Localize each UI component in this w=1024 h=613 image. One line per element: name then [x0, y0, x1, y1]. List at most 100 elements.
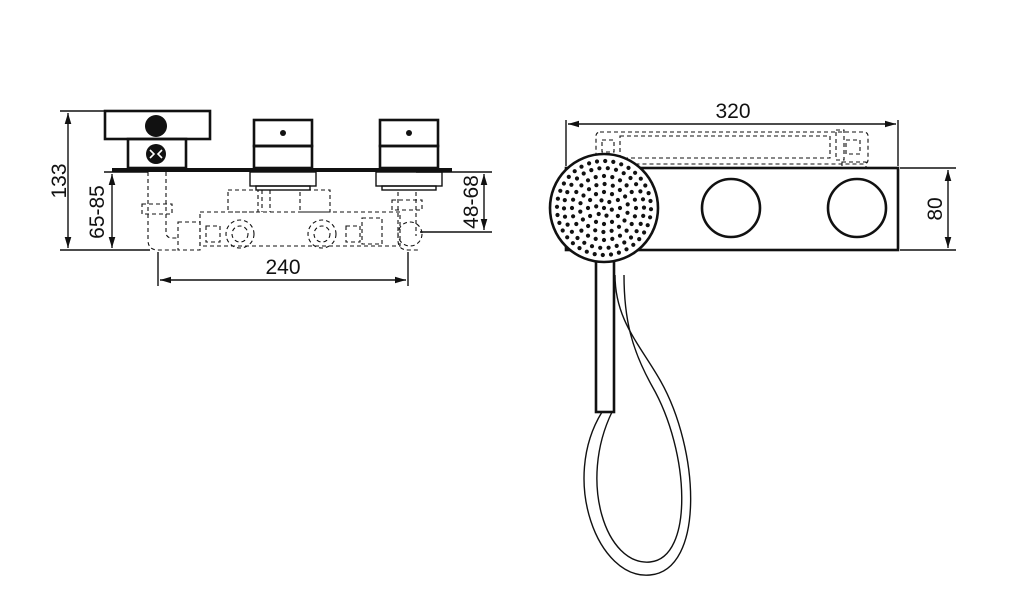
nozzle-dot	[629, 189, 634, 195]
front-shower-hose	[583, 274, 692, 576]
nozzle-dot	[634, 182, 639, 187]
nozzle-dot	[617, 178, 623, 183]
nozzle-dot	[616, 250, 622, 255]
side-handle-1	[249, 118, 317, 191]
nozzle-dot	[597, 166, 602, 171]
dim-240-label: 240	[265, 256, 300, 279]
nozzle-dot	[581, 193, 586, 198]
side-view: 133 65-85 48-68 240	[48, 109, 492, 286]
nozzle-dot	[617, 205, 623, 211]
nozzle-dot	[633, 205, 639, 211]
nozzle-dot	[606, 245, 611, 250]
nozzle-dot	[632, 214, 638, 219]
nozzle-dot	[578, 209, 583, 214]
side-wall-plate	[112, 168, 452, 172]
nozzle-dot	[586, 223, 591, 229]
nozzle-dot	[574, 189, 579, 195]
nozzle-dot	[584, 249, 589, 254]
nozzle-dot	[601, 173, 607, 179]
nozzle-dot	[648, 215, 653, 220]
nozzle-dot	[588, 197, 593, 203]
nozzle-dot	[577, 246, 582, 251]
nozzle-dot	[632, 197, 638, 202]
nozzle-dot	[610, 175, 615, 180]
nozzle-dot	[623, 194, 628, 199]
nozzle-dot	[561, 181, 567, 186]
front-shower-head	[548, 152, 660, 264]
nozzle-dot	[624, 247, 629, 252]
nozzle-dot	[617, 233, 623, 238]
nozzle-dot	[642, 230, 647, 235]
front-knob-left	[700, 177, 762, 239]
dim-80: 80	[900, 167, 956, 251]
nozzle-dot	[643, 183, 648, 188]
nozzle-dot	[611, 159, 616, 164]
nozzle-dot	[628, 235, 634, 240]
nozzle-dot	[580, 217, 586, 222]
dim-133: 133	[48, 110, 150, 251]
nozzle-dot	[631, 242, 636, 247]
nozzle-dot	[601, 237, 607, 243]
nozzle-dot	[641, 205, 647, 210]
nozzle-dot	[648, 207, 654, 212]
nozzle-dot	[582, 240, 587, 245]
nozzle-dot	[561, 206, 567, 211]
nozzle-dot	[609, 207, 614, 212]
nozzle-dot	[602, 181, 607, 187]
nozzle-dot	[566, 174, 571, 179]
side-concealed-body	[141, 172, 423, 251]
front-shower-handle	[594, 256, 616, 414]
nozzle-dot	[574, 221, 579, 227]
nozzle-dot	[589, 244, 595, 249]
nozzle-dot	[593, 219, 599, 224]
nozzle-dot	[640, 197, 646, 202]
nozzle-dot	[601, 229, 606, 235]
nozzle-dot	[608, 252, 614, 257]
nozzle-dot	[609, 219, 615, 224]
nozzle-dot	[569, 205, 575, 211]
nozzle-dot	[558, 188, 563, 193]
front-concealed-holder	[595, 129, 869, 169]
nozzle-dot	[554, 204, 560, 209]
nozzle-dot	[570, 241, 576, 246]
nozzle-dot	[610, 236, 615, 241]
dim-48-68-label: 48-68	[460, 175, 483, 229]
nozzle-dot	[565, 222, 570, 227]
nozzle-dot	[585, 178, 591, 183]
nozzle-dot	[594, 204, 599, 209]
nozzle-dot	[555, 196, 561, 201]
nozzle-dot	[572, 169, 577, 174]
nozzle-dot	[569, 182, 574, 187]
nozzle-dot	[609, 228, 614, 233]
nozzle-dot	[600, 252, 605, 258]
nozzle-dot	[594, 183, 599, 188]
dim-80-label: 80	[924, 197, 947, 220]
nozzle-dot	[593, 192, 599, 197]
nozzle-dot	[589, 168, 594, 173]
nozzle-dot	[625, 202, 630, 207]
nozzle-dot	[615, 213, 621, 219]
nozzle-dot	[641, 213, 646, 218]
nozzle-dot	[638, 189, 643, 194]
nozzle-dot	[574, 176, 580, 181]
nozzle-dot	[565, 235, 570, 240]
nozzle-dot	[599, 198, 604, 203]
nozzle-dot	[578, 201, 583, 206]
dim-48-68: 48-68	[416, 171, 492, 233]
dim-320: 320	[565, 100, 899, 166]
nozzle-dot	[621, 171, 626, 176]
nozzle-dot	[629, 221, 634, 227]
nozzle-dot	[575, 235, 580, 241]
nozzle-dot	[619, 162, 624, 167]
nozzle-dot	[634, 229, 639, 234]
dim-240: 240	[157, 252, 409, 286]
nozzle-dot	[605, 166, 610, 171]
nozzle-dot	[626, 165, 631, 170]
nozzle-dot	[569, 229, 575, 234]
nozzle-dot	[565, 190, 570, 195]
nozzle-dot	[648, 198, 653, 204]
nozzle-dot	[571, 197, 576, 202]
nozzle-dot	[571, 214, 576, 219]
nozzle-dot	[646, 191, 651, 196]
